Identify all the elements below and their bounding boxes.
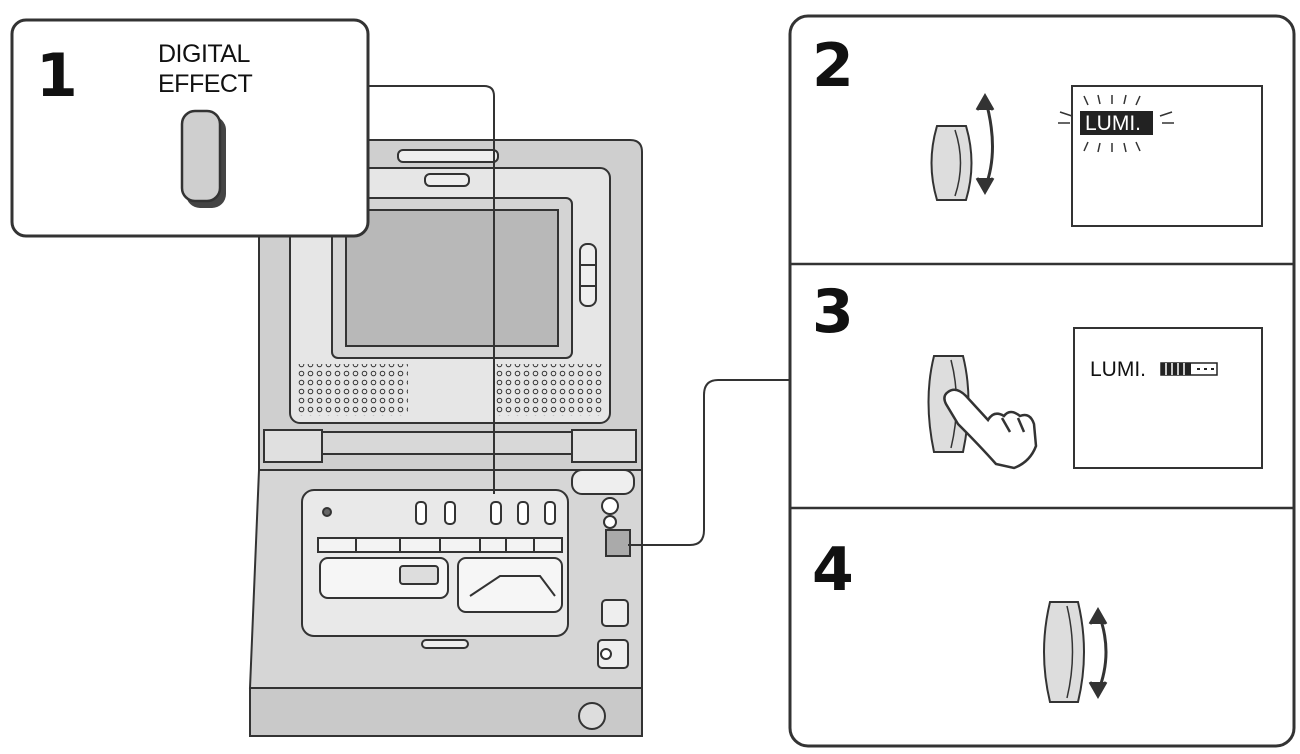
step-4-dial-icon — [1043, 601, 1085, 703]
step-2-screen-text: LUMI. — [1085, 112, 1142, 135]
step-2-dial-icon — [930, 125, 973, 201]
digital-effect-button-icon — [180, 109, 226, 208]
step-4-up-down-arrow-icon — [1088, 606, 1108, 700]
video-deck-icon — [248, 139, 643, 737]
leader-lines — [368, 85, 796, 546]
digital-effect-label-line2: EFFECT — [158, 70, 253, 98]
digital-effect-label-line1: DIGITAL — [158, 40, 250, 68]
step-3-number: 3 — [812, 277, 854, 347]
step-2-number: 2 — [812, 31, 854, 101]
step-2-up-down-arrow-icon — [975, 92, 995, 196]
step-3-screen — [1073, 327, 1263, 469]
step-2-screen — [1071, 85, 1263, 227]
level-bar-icon — [1160, 362, 1218, 376]
step-1-number: 1 — [36, 41, 78, 111]
step-3-screen-text: LUMI. — [1090, 358, 1147, 381]
hand-pressing-icon — [943, 388, 1038, 470]
step-1-panel — [10, 18, 370, 238]
flashing-indicator-icon — [1058, 94, 1174, 153]
step-4-number: 4 — [812, 535, 854, 605]
